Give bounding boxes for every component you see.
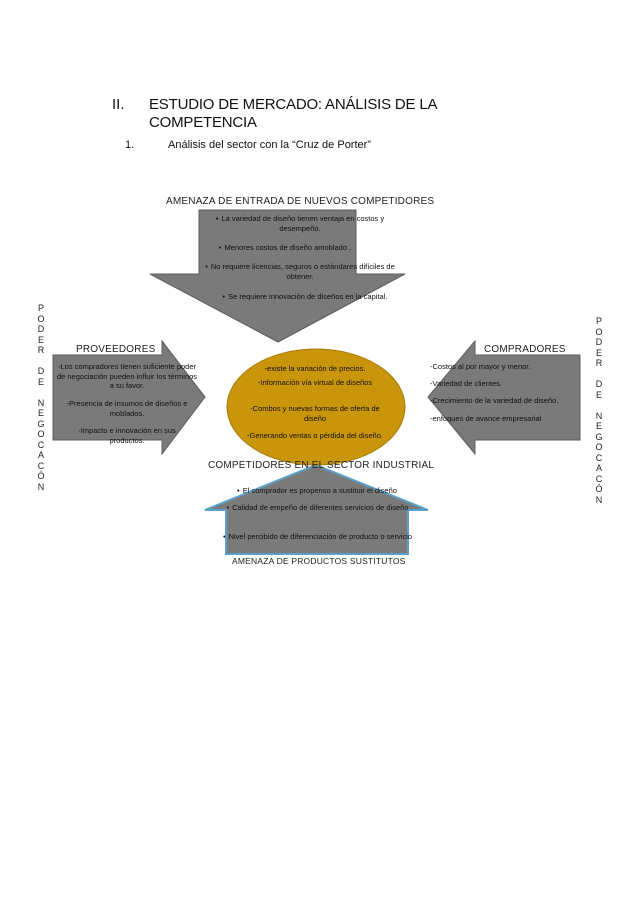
subsection-number: 1.: [125, 139, 135, 151]
right-arrow-shape: [427, 339, 581, 456]
side-label-letter: Ó: [37, 471, 45, 481]
center-item: -Combos y nuevas formas de oferta de dis…: [250, 404, 380, 423]
bottom-item-text: Calidad de empeño de diferentes servicio…: [232, 503, 409, 512]
side-label-letter: D: [37, 366, 45, 376]
top-item: Se requiere innovación de diseños en la …: [200, 292, 410, 302]
bottom-item-text: El comprador es propenso a sustituir el …: [242, 486, 397, 495]
side-label-letter: Ó: [595, 484, 603, 494]
right-item: -Costos al por mayor y menor.: [430, 362, 531, 371]
center-item: -Información vía virtual de diseños: [257, 378, 373, 387]
side-label-letter: D: [595, 379, 603, 389]
right-item: -enfoques de avance empresarial: [430, 414, 542, 423]
side-label-letter: E: [595, 347, 602, 358]
top-item-text: La variedad de diseño tienen ventaja en …: [221, 214, 385, 233]
side-label-letter: A: [595, 463, 602, 473]
side-label-letter: R: [595, 358, 603, 368]
side-label-letter: E: [37, 408, 44, 418]
side-label-letter: E: [37, 376, 44, 387]
side-label-letter: D: [595, 337, 603, 347]
subsection-title: Análisis del sector con la “Cruz de Port…: [168, 139, 371, 151]
side-label-letter: N: [37, 397, 45, 408]
left-title: PROVEEDORES: [76, 344, 156, 355]
top-title: AMENAZA DE ENTRADA DE NUEVOS COMPETIDORE…: [166, 196, 435, 207]
side-label-letter: [34, 356, 48, 367]
side-label-letter: O: [595, 442, 603, 452]
side-label-letter: E: [595, 389, 602, 400]
section-title: ESTUDIO DE MERCADO: ANÁLISIS DE LA COMPE…: [149, 96, 437, 131]
center-item: -existe la variación de precios.: [264, 364, 366, 373]
bottom-item: El comprador es propenso a sustituir el …: [222, 486, 412, 496]
side-label-letter: P: [595, 316, 602, 326]
side-label-letter: A: [37, 450, 44, 460]
top-arrow-shape: [149, 209, 406, 343]
bottom-title: AMENAZA DE PRODUCTOS SUSTITUTOS: [232, 556, 406, 566]
center-item: -Generando ventas o pérdida del diseño.: [247, 431, 383, 440]
side-label-letter: O: [595, 326, 603, 337]
side-label-letter: N: [595, 410, 603, 421]
bottom-item: Nivel percibido de diferenciación de pro…: [220, 532, 415, 542]
side-label-letter: O: [37, 429, 45, 439]
side-label-letter: C: [595, 473, 603, 484]
side-label-letter: [34, 387, 48, 398]
side-label-letter: P: [37, 303, 44, 313]
top-item-text: Menores costos de diseño amoblado .: [224, 243, 352, 252]
left-arrow-shape: [52, 339, 206, 456]
top-item: La variedad de diseño tienen ventaja en …: [200, 214, 400, 233]
left-item: -Presencia de insumos de diseños e mobla…: [66, 399, 188, 418]
top-item-text: No requiere licencias, seguros o estánda…: [210, 262, 395, 281]
bottom-item-text: Nivel percibido de diferenciación de pro…: [228, 532, 413, 541]
side-label-letter: R: [37, 345, 45, 355]
right-item: -Crecimiento de la variedad de diseño.: [430, 396, 559, 405]
right-title: COMPRADORES: [484, 344, 566, 355]
side-label-letter: N: [595, 494, 603, 505]
side-label-letter: G: [595, 431, 603, 442]
side-label-letter: C: [37, 439, 45, 450]
top-item-text: Se requiere innovación de diseños en la …: [228, 292, 388, 301]
side-label-letter: [592, 400, 606, 411]
side-label-letter: C: [37, 460, 45, 471]
side-label-letter: D: [37, 324, 45, 334]
side-label-letter: E: [595, 421, 602, 431]
left-item: -Impacto e innovación en sus productos.: [78, 426, 176, 445]
side-label-letter: [592, 369, 606, 380]
side-label-letter: N: [37, 481, 45, 492]
right-item: -Variedad de clientes.: [430, 379, 502, 388]
center-ellipse-shape: [226, 348, 406, 466]
side-label-letter: C: [595, 452, 603, 463]
bottom-item: Calidad de empeño de diferentes servicio…: [220, 503, 415, 513]
top-item: Menores costos de diseño amoblado .: [200, 243, 370, 253]
bottom-arrow-shape: [204, 463, 429, 555]
top-item: No requiere licencias, seguros o estánda…: [205, 262, 395, 281]
left-item: -Los compradores tienen suficiente poder…: [56, 362, 198, 390]
side-label-letter: E: [37, 334, 44, 345]
side-label-letter: O: [37, 313, 45, 324]
center-title: COMPETIDORES EN EL SECTOR INDUSTRIAL: [208, 460, 435, 471]
section-number: II.: [112, 96, 125, 113]
side-label-letter: G: [37, 418, 45, 429]
